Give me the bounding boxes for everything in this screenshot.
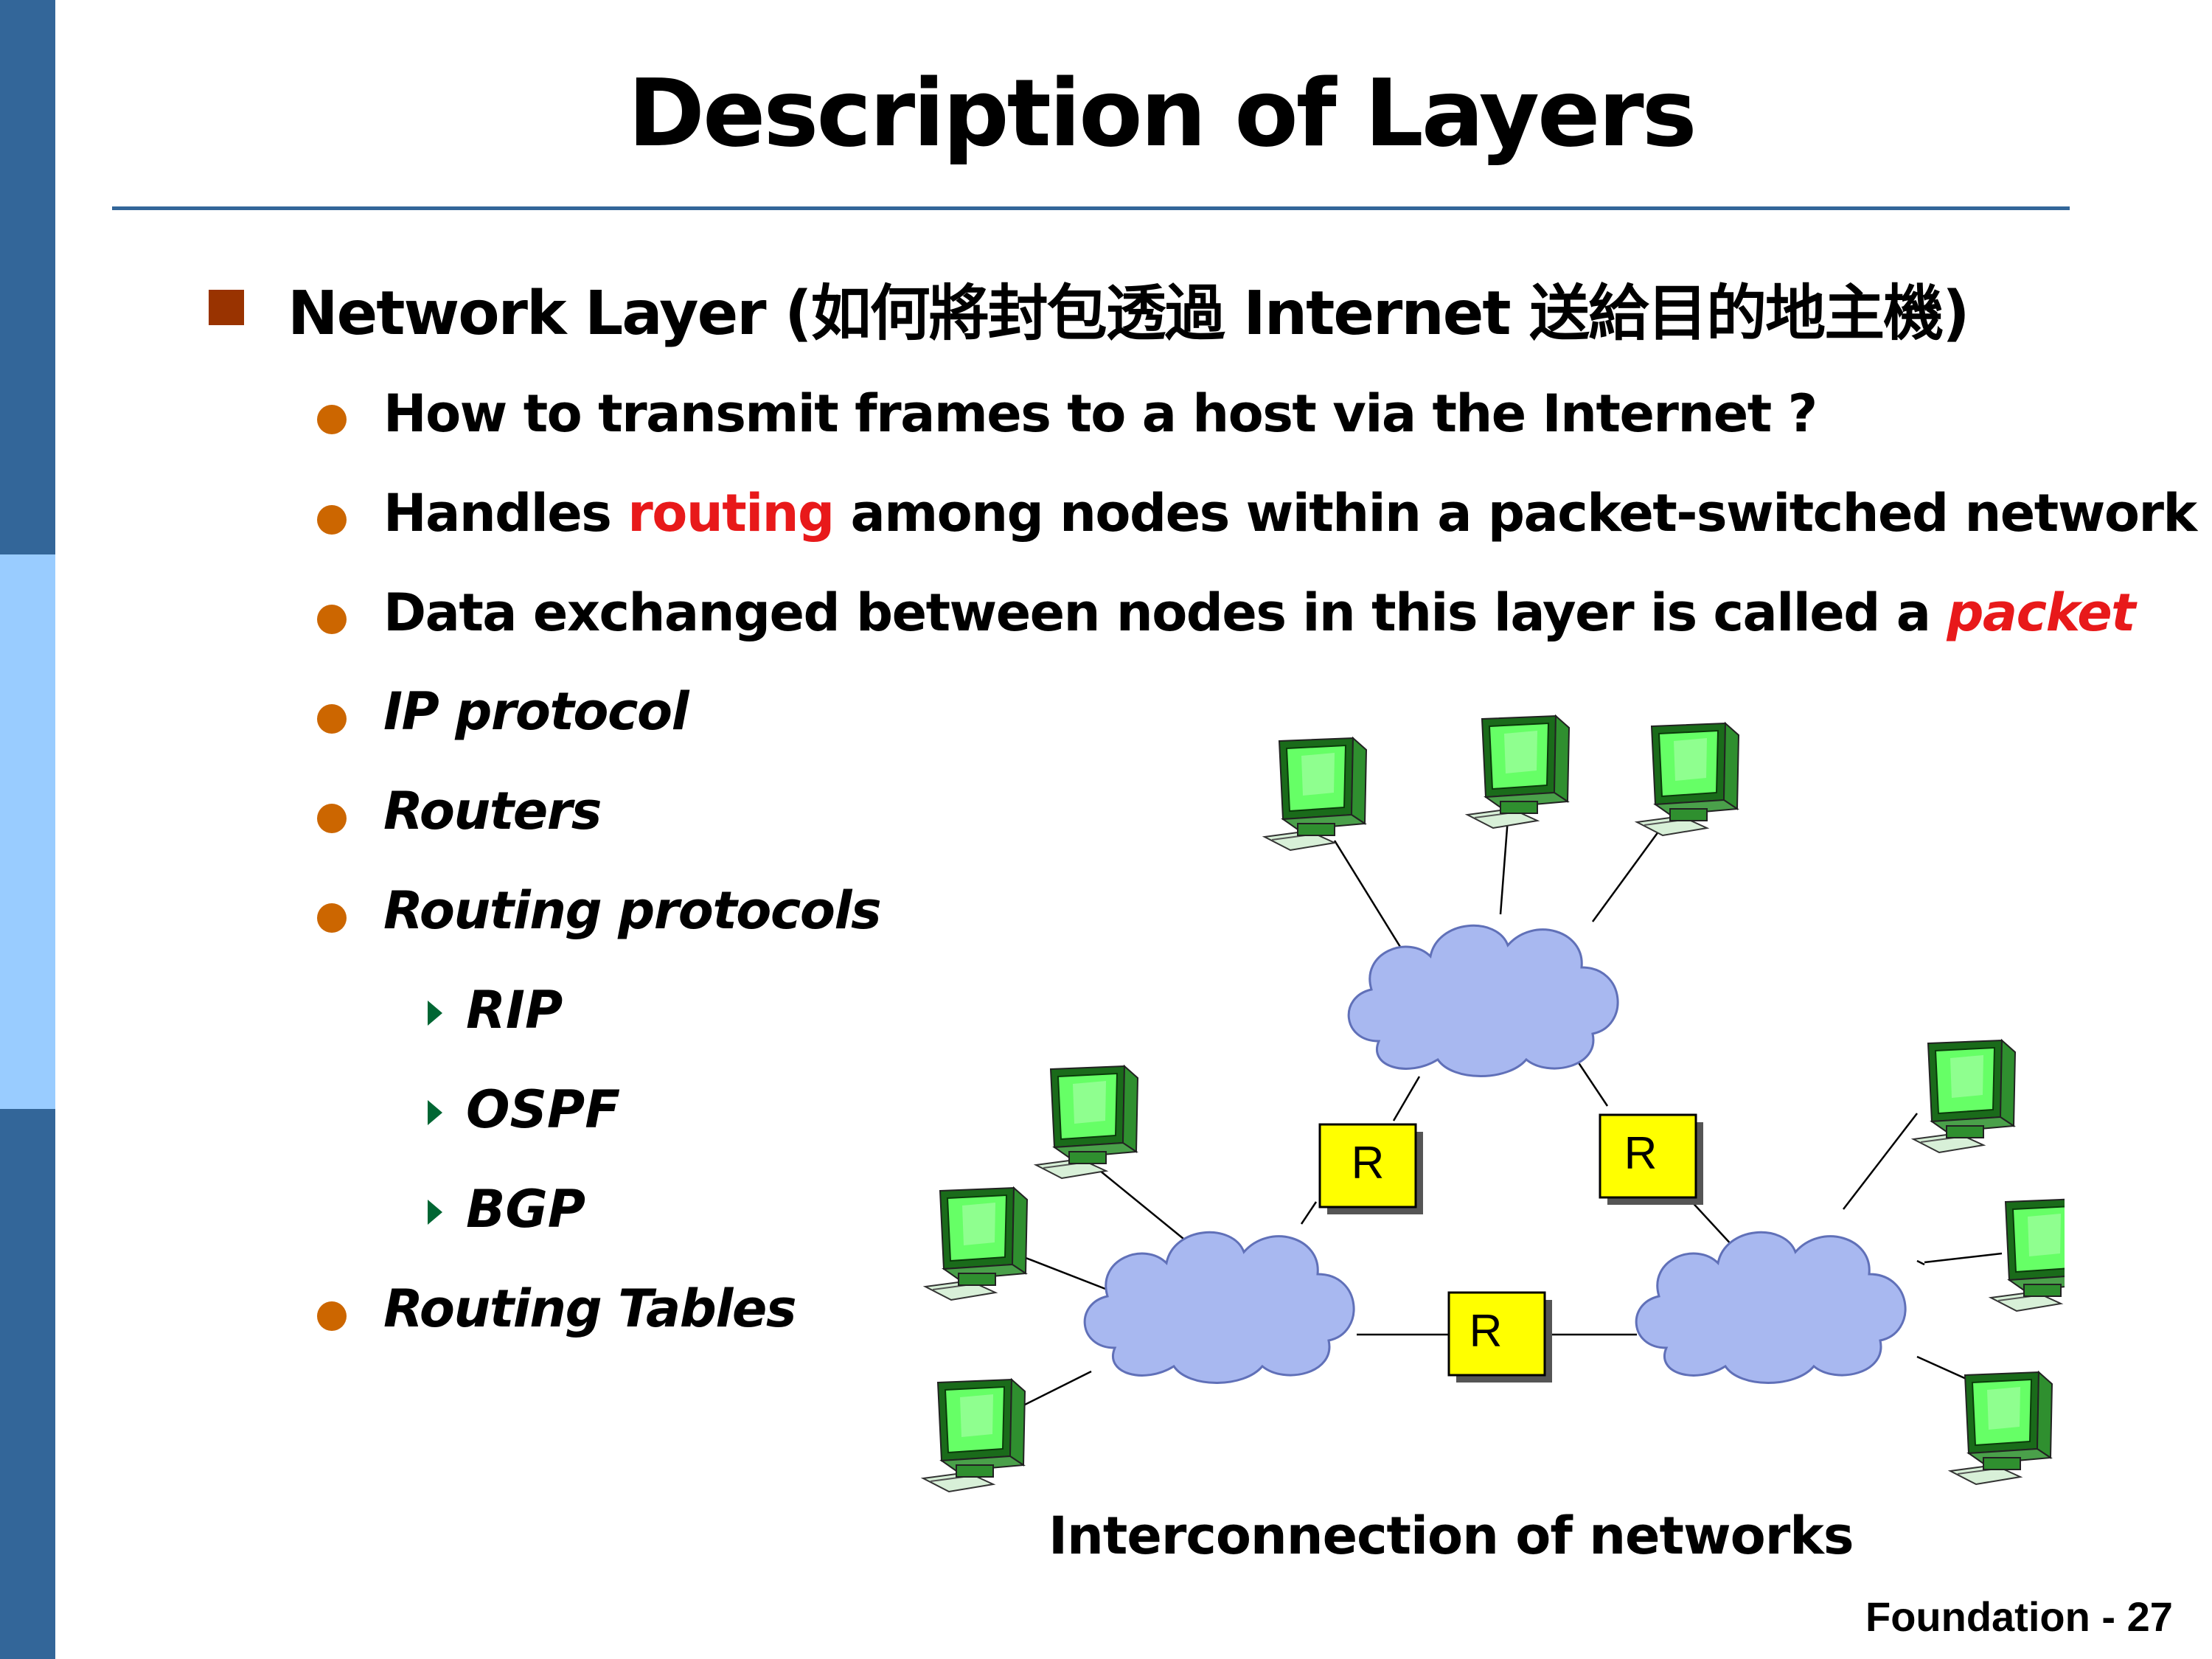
routing-highlight: routing	[627, 483, 835, 543]
bullet-dot-icon	[317, 1301, 347, 1331]
sub-bullet-rip: RIP	[466, 980, 563, 1040]
diagram-caption: Interconnection of networks	[1048, 1506, 1854, 1566]
sub-bullet-bgp: BGP	[466, 1179, 586, 1239]
computer-icon	[1636, 723, 1739, 836]
bullet-dot-icon	[317, 903, 347, 933]
bullet-handles-routing: Handles routing among nodes within a pac…	[383, 483, 2197, 543]
computer-icon	[922, 1379, 1026, 1492]
sidebar-band-bottom	[0, 1109, 55, 1659]
sub-bullet-ospf: OSPF	[466, 1079, 621, 1140]
network-layer-heading: Network Layer (如何將封包透過 Internet 送給目的地主機)	[288, 264, 1970, 352]
computer-icon	[1950, 1371, 2053, 1485]
bullet-dot-icon	[317, 605, 347, 634]
slide-title: Description of Layers	[627, 59, 1697, 167]
computer-icon	[1264, 737, 1367, 851]
sidebar-band-top	[0, 0, 55, 554]
bullet-dot-icon	[317, 704, 347, 734]
cloud-network-top	[1347, 924, 1619, 1077]
bullet-transmit-frames: How to transmit frames to a host via the…	[383, 383, 1818, 444]
router-box-3: R	[1447, 1291, 1552, 1382]
bullet-text: Handles	[383, 483, 628, 543]
sidebar-decoration	[0, 0, 55, 1659]
arrow-bullet-icon	[428, 1100, 442, 1125]
bullet-dot-icon	[317, 804, 347, 833]
computer-icon	[1990, 1198, 2065, 1312]
bullet-routing-tables: Routing Tables	[383, 1279, 797, 1339]
bullet-ip-protocol: IP protocol	[383, 681, 689, 742]
heading-internet: Internet	[1243, 279, 1511, 349]
packet-highlight: packet	[1947, 582, 2135, 643]
network-interconnection-diagram: R R R	[922, 715, 2065, 1492]
cloud-network-left	[1083, 1231, 1355, 1384]
sidebar-band-middle	[0, 554, 55, 1109]
arrow-bullet-icon	[428, 1001, 442, 1026]
heading-close: )	[1942, 279, 1970, 349]
bullet-text: Data exchanged between nodes in this lay…	[383, 582, 1947, 643]
slide-footer: Foundation - 27	[1865, 1593, 2173, 1640]
arrow-bullet-icon	[428, 1200, 442, 1225]
heading-chinese-2: 送給目的地主機	[1529, 279, 1944, 349]
bullet-dot-icon	[317, 405, 347, 434]
computer-icon	[1913, 1040, 2016, 1153]
square-bullet-icon	[209, 290, 244, 325]
router-label: R	[1470, 1306, 1503, 1357]
bullet-routers: Routers	[383, 781, 602, 841]
heading-chinese: 如何將封包透過	[810, 279, 1225, 349]
bullet-data-exchanged: Data exchanged between nodes in this lay…	[383, 582, 2136, 643]
cloud-network-right	[1635, 1231, 1907, 1384]
router-box-1: R	[1318, 1123, 1423, 1214]
computer-icon	[1035, 1065, 1138, 1179]
bullet-text: among nodes within a packet-switched net…	[833, 483, 2197, 543]
router-box-2: R	[1599, 1113, 1703, 1205]
bullet-routing-protocols: Routing protocols	[383, 880, 882, 941]
bullet-dot-icon	[317, 505, 347, 535]
computer-icon	[1467, 715, 1570, 829]
router-label: R	[1624, 1128, 1658, 1179]
title-underline	[112, 206, 2070, 210]
heading-label: Network Layer (	[288, 279, 813, 349]
computer-icon	[925, 1187, 1028, 1301]
router-label: R	[1352, 1138, 1385, 1189]
